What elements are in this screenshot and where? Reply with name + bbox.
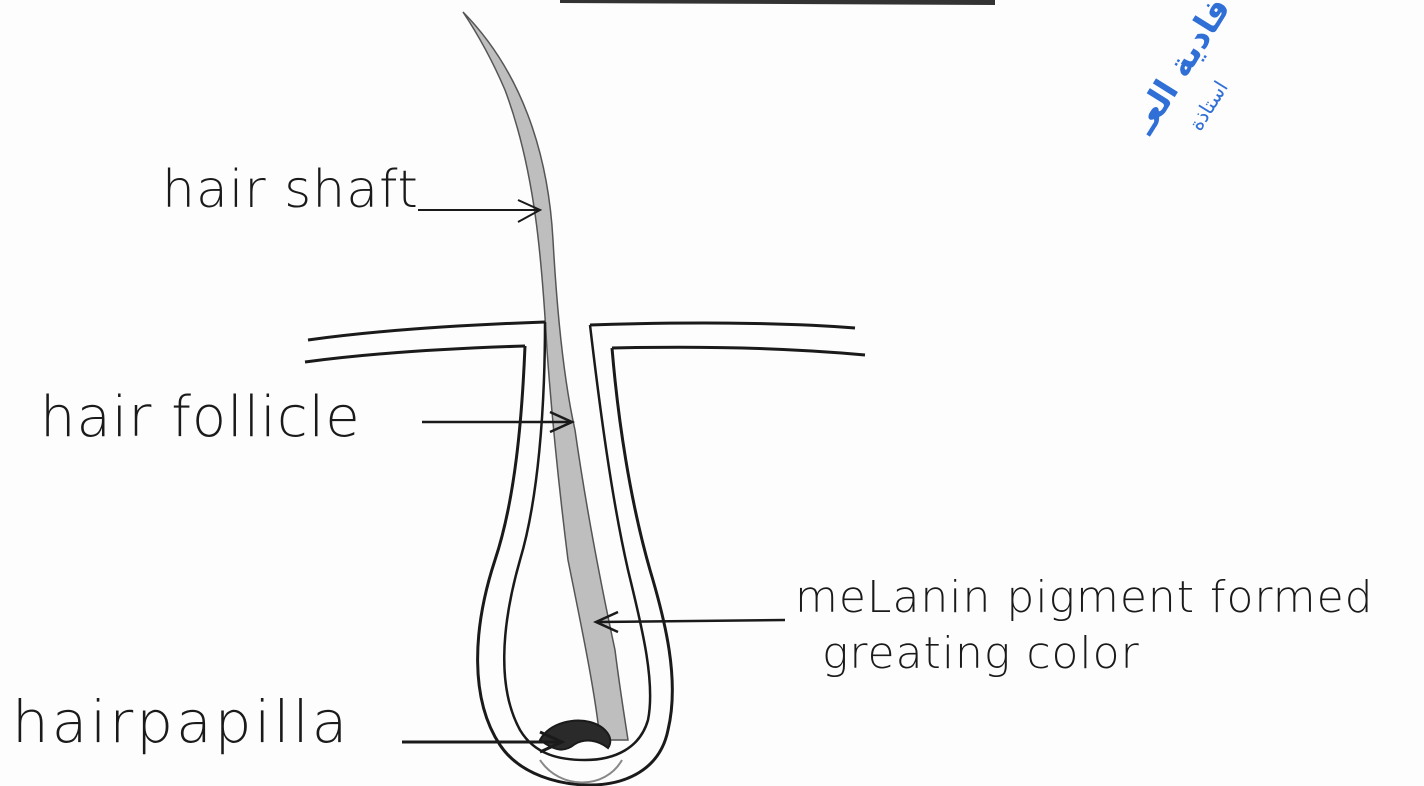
label-hair-shaft: hair shaft (162, 160, 419, 220)
top-edge-stroke (560, 0, 995, 2)
arrow-melanin (596, 612, 785, 632)
label-hair-follicle: hair follicle (40, 385, 361, 450)
skin-surface-left-lower (305, 346, 525, 362)
label-hair-papilla: hairpapilla (12, 688, 350, 756)
label-melanin-line1: meLanin pigment formed (795, 572, 1374, 623)
arrow-hair-shaft (418, 200, 540, 222)
svg-text:فادية العـ: فادية العـ (1123, 0, 1238, 142)
label-melanin-line2: greating color (822, 628, 1140, 679)
arrow-hair-follicle (422, 412, 572, 432)
skin-surface-right (590, 323, 855, 328)
hair-shaft-shape (463, 12, 628, 740)
skin-surface-left (308, 322, 545, 340)
skin-surface-right-lower (612, 347, 865, 355)
teacher-stamp: فادية العـ استاذة (1120, 0, 1280, 170)
hair-papilla-shape (540, 721, 610, 750)
